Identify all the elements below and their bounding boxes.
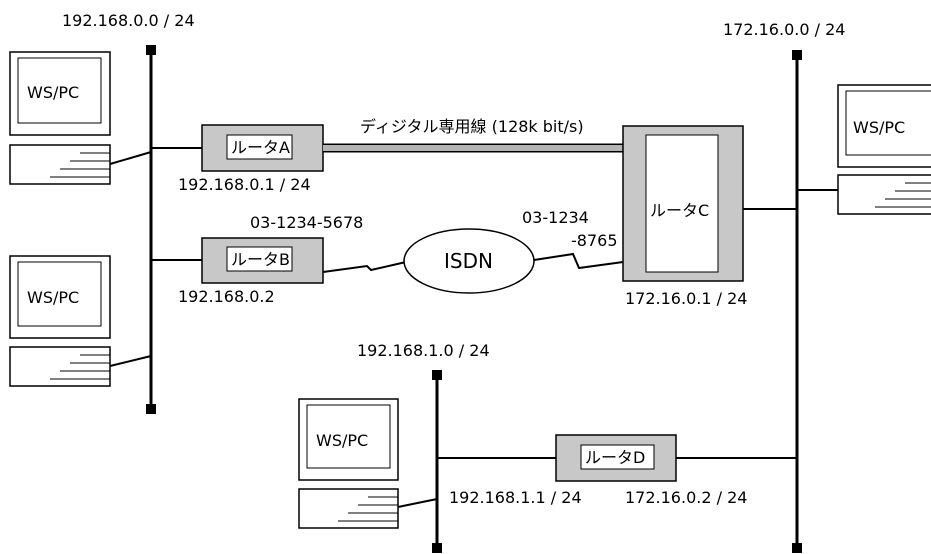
router-a-name: ルータA	[231, 138, 290, 157]
keyboard-icon	[9, 346, 111, 387]
keyboard-icon	[9, 144, 111, 185]
workstation-3: WS/PC	[797, 84, 931, 215]
isdn-link-left	[322, 261, 407, 273]
router-c-phone-2: -8765	[571, 231, 618, 250]
lan-a-terminator-bottom	[146, 404, 156, 414]
lan-d-address: 192.168.1.0 / 24	[357, 341, 490, 360]
lan-c-terminator-top	[792, 50, 802, 60]
workstation-4: WS/PC	[298, 398, 438, 529]
router-b: ルータB 192.168.0.2 03-1234-5678	[151, 213, 363, 306]
lan-d: 192.168.1.0 / 24	[357, 341, 490, 553]
leased-line-label: ディジタル専用線 (128k bit/s)	[360, 117, 584, 136]
workstation-2: WS/PC	[9, 255, 152, 387]
ws-label: WS/PC	[27, 83, 79, 102]
ws-label: WS/PC	[853, 118, 905, 137]
lan-a-terminator-top	[146, 45, 156, 55]
workstation-1: WS/PC	[9, 51, 152, 185]
isdn: ISDN	[322, 228, 624, 294]
lan-a-address: 192.168.0.0 / 24	[62, 11, 195, 30]
isdn-link-right	[533, 252, 624, 270]
ws4-link	[397, 498, 438, 508]
ws2-link	[109, 355, 152, 367]
router-d: ルータD 192.168.1.1 / 24 172.16.0.2 / 24	[437, 434, 797, 507]
router-b-name: ルータB	[231, 250, 290, 269]
keyboard-icon	[298, 488, 399, 529]
lan-d-terminator-top	[432, 370, 442, 380]
router-a: ルータA 192.168.0.1 / 24	[151, 124, 324, 194]
router-b-ip: 192.168.0.2	[178, 287, 275, 306]
ws-label: WS/PC	[316, 431, 368, 450]
router-b-phone: 03-1234-5678	[250, 213, 363, 232]
router-c: ルータC 172.16.0.1 / 24 03-1234 -8765	[522, 125, 797, 308]
lan-a: 192.168.0.0 / 24	[62, 11, 195, 414]
router-d-ip-lan: 192.168.1.1 / 24	[449, 488, 582, 507]
ws1-link	[109, 151, 152, 165]
ws-label: WS/PC	[27, 288, 79, 307]
lan-c-terminator-bottom	[792, 543, 802, 553]
lan-c-address: 172.16.0.0 / 24	[723, 20, 845, 39]
leased-line: ディジタル専用線 (128k bit/s)	[323, 117, 623, 153]
lan-c: 172.16.0.0 / 24	[723, 20, 845, 553]
router-d-ip-wan: 172.16.0.2 / 24	[625, 488, 747, 507]
router-d-name: ルータD	[585, 448, 645, 467]
keyboard-icon	[837, 174, 931, 215]
isdn-cloud	[403, 228, 535, 294]
router-c-ip: 172.16.0.1 / 24	[625, 289, 747, 308]
lan-d-terminator-bottom	[432, 543, 442, 553]
router-a-ip: 192.168.0.1 / 24	[178, 175, 311, 194]
isdn-label: ISDN	[444, 249, 493, 273]
router-c-phone-1: 03-1234	[522, 208, 589, 227]
router-c-name: ルータC	[650, 201, 709, 220]
